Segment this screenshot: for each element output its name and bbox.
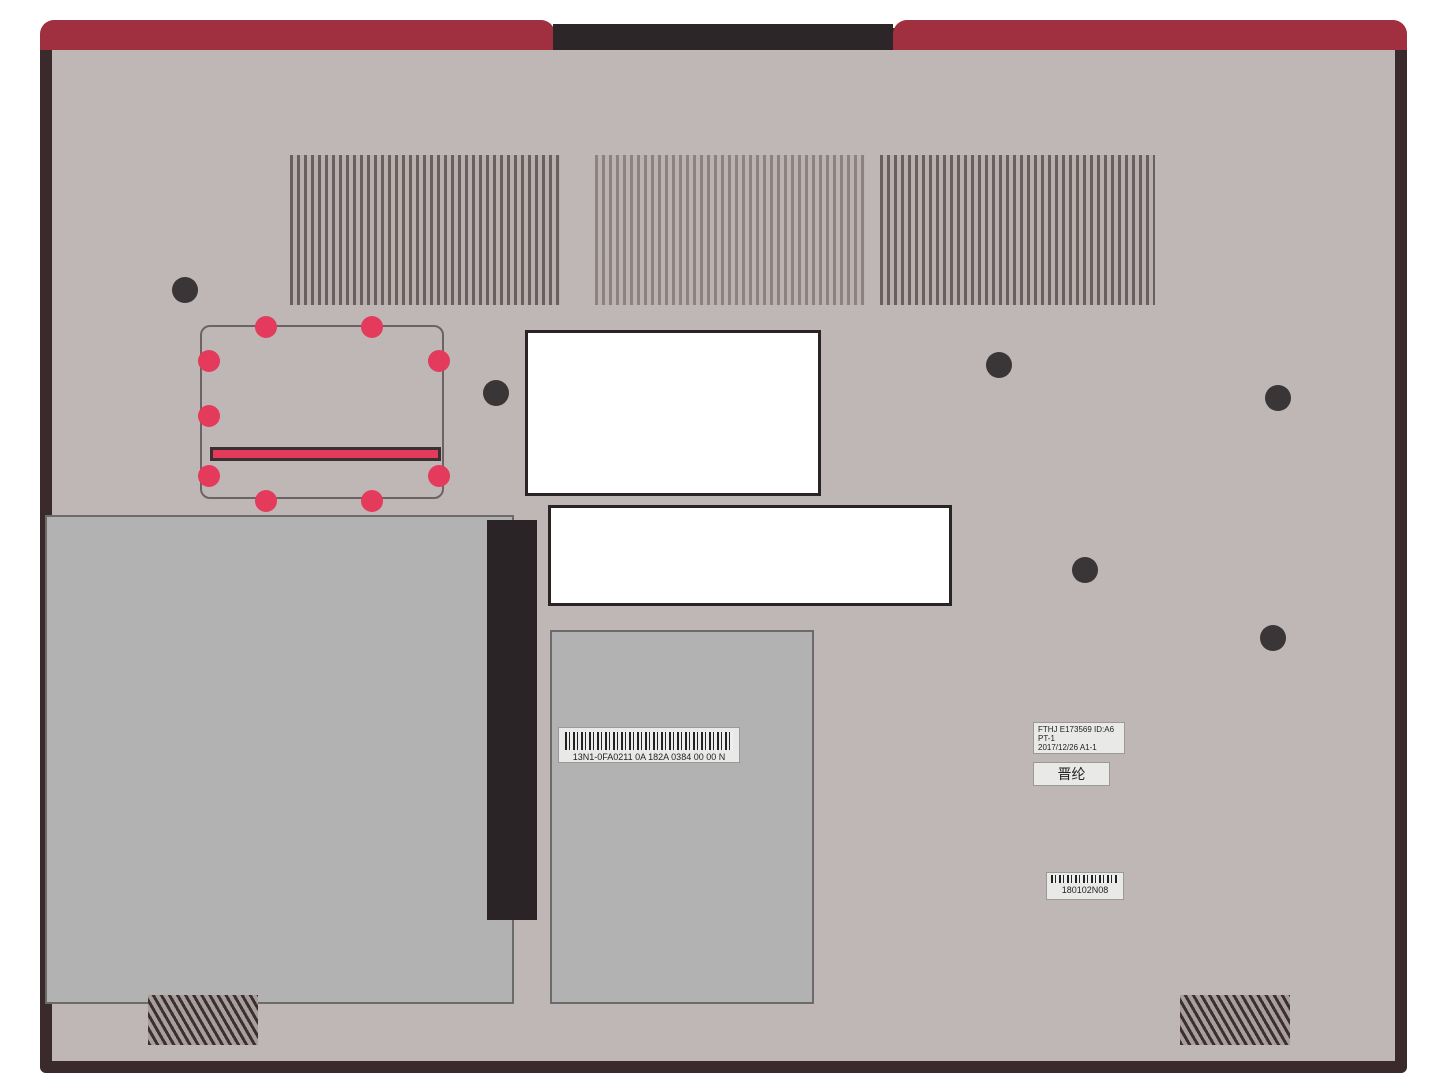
- info-line1: FTHJ E173569 ID:A6 PT-1: [1038, 725, 1115, 743]
- cutout-upper: [525, 330, 821, 496]
- pin: [361, 490, 383, 512]
- pin: [198, 465, 220, 487]
- info-label: FTHJ E173569 ID:A6 PT-1 2017/12/26 A1-1: [1033, 722, 1125, 754]
- screw-hole: [1072, 557, 1098, 583]
- lot-code-label: 180102N08: [1046, 872, 1124, 900]
- pin: [255, 490, 277, 512]
- red-rim-right: [893, 20, 1407, 50]
- barcode: [1051, 875, 1119, 883]
- screw-hole: [172, 277, 198, 303]
- screw-hole: [483, 380, 509, 406]
- memory-bay: [200, 325, 444, 499]
- pin: [361, 316, 383, 338]
- lot-code-text: 180102N08: [1061, 885, 1109, 895]
- pin: [198, 405, 220, 427]
- cutout-lower: [548, 505, 952, 606]
- pin: [255, 316, 277, 338]
- screw-hole: [986, 352, 1012, 378]
- screw-hole: [1260, 625, 1286, 651]
- part-number-label: 13N1-0FA0211 0A 182A 0384 00 00 N: [558, 727, 740, 763]
- barcode: [565, 732, 733, 750]
- pin: [428, 465, 450, 487]
- vent-grille-center: [595, 155, 865, 305]
- metal-shield-center: [550, 630, 814, 1004]
- vent-grille-right: [880, 155, 1155, 305]
- pin: [428, 350, 450, 372]
- foot-vent-left: [148, 995, 258, 1045]
- black-frame: [487, 520, 537, 920]
- metal-shield-left: [45, 515, 514, 1004]
- pin: [198, 350, 220, 372]
- foot-vent-right: [1180, 995, 1290, 1045]
- part-number-text: 13N1-0FA0211 0A 182A 0384 00 00 N: [572, 752, 726, 762]
- red-rim-left: [40, 20, 555, 50]
- hinge-bar: [553, 24, 893, 50]
- screw-hole: [1265, 385, 1291, 411]
- chinese-tag: 晋纶: [1033, 762, 1110, 786]
- info-line2: 2017/12/26 A1-1: [1038, 743, 1097, 752]
- vent-grille-left: [290, 155, 560, 305]
- memory-strip: [210, 447, 441, 461]
